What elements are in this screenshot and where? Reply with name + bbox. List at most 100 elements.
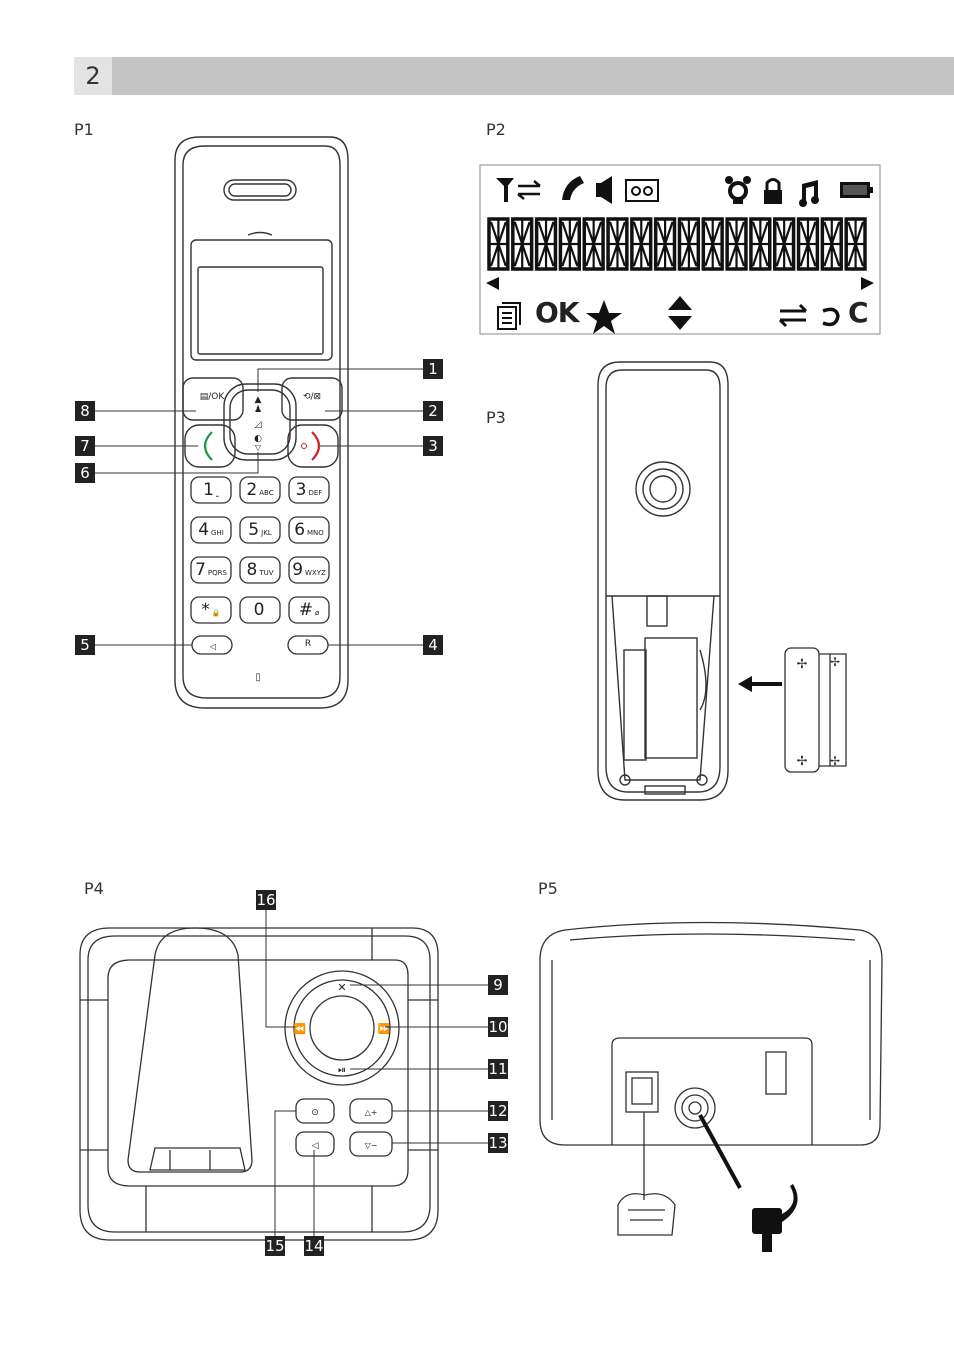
svg-text:♟: ♟	[254, 405, 262, 415]
svg-text:✢: ✢	[797, 657, 808, 672]
svg-text:◁: ◁	[312, 1141, 319, 1151]
callout-12: 12	[488, 1101, 508, 1121]
svg-text:⏩: ⏩	[378, 1022, 390, 1035]
star-icon	[586, 300, 622, 334]
lcd-segment-lines	[798, 219, 818, 269]
svg-text:◁: ◁	[209, 642, 216, 651]
svg-text:✢: ✢	[830, 754, 840, 768]
svg-text:✕: ✕	[337, 981, 346, 994]
lcd-segment-lines	[584, 219, 604, 269]
lcd-segment-lines	[750, 219, 770, 269]
lcd-segment-lines	[846, 219, 865, 269]
callout-1: 1	[423, 359, 443, 379]
callout-4: 4	[423, 635, 443, 655]
svg-text:✢: ✢	[797, 754, 808, 769]
callout-7: 7	[75, 436, 95, 456]
key-digit: 4	[198, 519, 210, 540]
lcd-segment-lines	[631, 219, 651, 269]
panel-label-p4: P4	[84, 879, 104, 898]
keypad-key-12[interactable]: #ø	[289, 597, 329, 623]
keypad-key-10[interactable]: *🔒	[191, 597, 231, 623]
lcd-clear-label: C	[848, 296, 869, 329]
panel-label-p3: P3	[486, 408, 506, 427]
speaker-icon	[596, 176, 612, 204]
lcd-segment-lines	[655, 219, 675, 269]
svg-text:⊙: ⊙	[311, 1108, 319, 1118]
back-icon	[822, 307, 840, 327]
key-digit: 8	[246, 559, 258, 580]
key-digit: 5	[248, 519, 260, 540]
softkey-left-label: ▤/OK	[199, 392, 225, 402]
key-digit: 6	[294, 519, 306, 540]
lcd-segment-lines	[774, 219, 794, 269]
callout-13: 13	[488, 1133, 508, 1153]
up-down-arrows-icon	[668, 296, 692, 330]
key-letters: ⎵	[216, 488, 219, 497]
page-header-bar: 2	[74, 57, 954, 95]
key-letters: MNO	[307, 528, 324, 537]
sync-arrows-icon	[517, 180, 541, 200]
panel-label-p5: P5	[538, 879, 558, 898]
callout-3: 3	[423, 436, 443, 456]
key-digit: *	[201, 599, 210, 620]
key-letters: JKL	[261, 528, 272, 537]
lcd-segment-lines	[608, 219, 627, 269]
svg-text:⏪: ⏪	[294, 1022, 306, 1035]
key-letters: WXYZ	[305, 568, 326, 577]
lcd-segment-lines	[727, 219, 746, 269]
lcd-segment-lines	[512, 219, 532, 269]
keypad-key-11[interactable]: 0	[240, 597, 280, 623]
key-letters: 🔒	[211, 608, 221, 617]
callout-8: 8	[75, 401, 95, 421]
callout-6: 6	[75, 463, 95, 483]
svg-text:▽−: ▽−	[365, 1141, 378, 1150]
svg-text:▽: ▽	[255, 443, 262, 452]
key-digit: 9	[292, 559, 304, 580]
keypad-key-1[interactable]: 1⎵	[191, 477, 231, 503]
key-letters: DEF	[308, 488, 323, 497]
svg-text:▲: ▲	[255, 395, 262, 405]
callout-11: 11	[488, 1059, 508, 1079]
key-letters: GHI	[211, 528, 224, 537]
sync-arrows-small-icon	[778, 303, 808, 328]
key-digit: 0	[253, 599, 265, 620]
lcd-segment-lines	[703, 219, 723, 269]
key-digit: 7	[195, 559, 206, 580]
key-letters: PQRS	[207, 568, 227, 577]
menu-icon	[497, 302, 521, 330]
svg-text:⏯: ⏯	[338, 1065, 346, 1076]
svg-text:◐: ◐	[254, 434, 262, 444]
key-digit: 1	[203, 479, 214, 500]
music-icon	[799, 180, 819, 207]
panel-label-p2: P2	[486, 120, 506, 139]
key-digit: 2	[246, 479, 258, 500]
svg-text:◿: ◿	[255, 420, 262, 430]
panel-label-p1: P1	[74, 120, 94, 139]
lcd-segment-row	[487, 217, 867, 271]
battery-icon	[840, 182, 873, 198]
key-letters: ø	[314, 608, 320, 617]
callout-5: 5	[75, 635, 95, 655]
page-number: 2	[74, 57, 112, 95]
lcd-segment-lines	[489, 219, 508, 269]
lcd-segment-lines	[536, 219, 556, 269]
tape-icon	[625, 179, 659, 202]
callout-9: 9	[488, 975, 508, 995]
svg-text:✢: ✢	[830, 655, 840, 669]
antenna-icon	[496, 178, 514, 202]
callout-15: 15	[265, 1236, 285, 1256]
lcd-segment-lines	[822, 219, 842, 269]
